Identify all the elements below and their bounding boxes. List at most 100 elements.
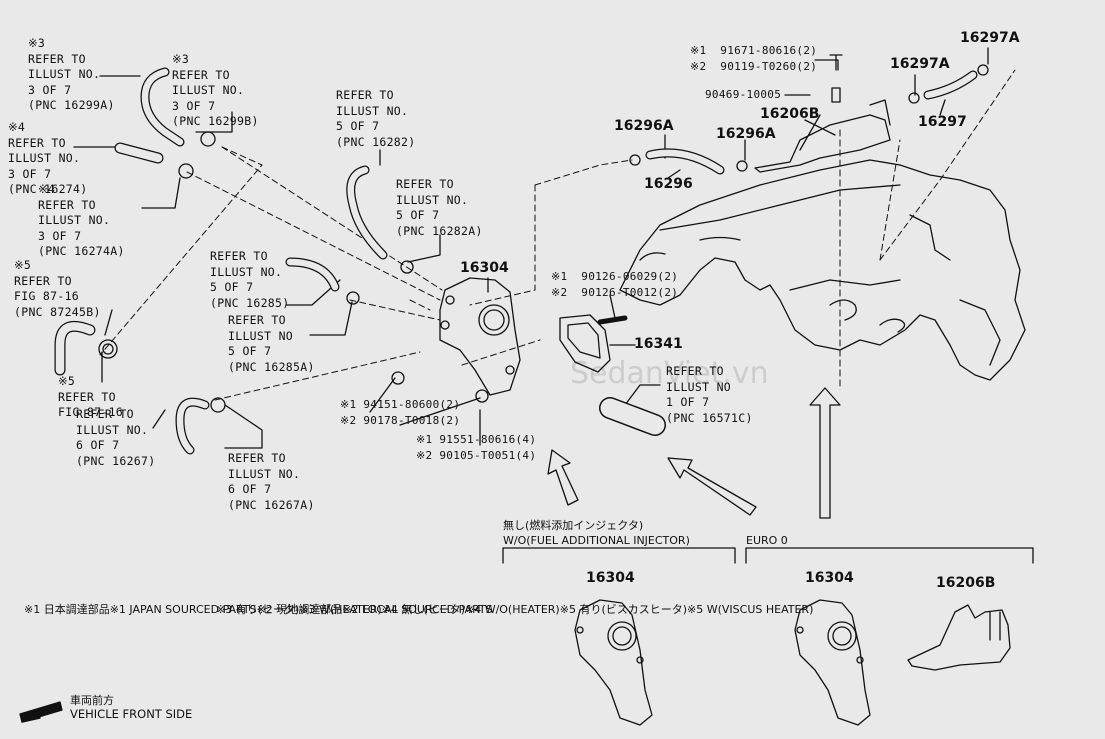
- part-number-16296: 16296: [644, 176, 693, 192]
- text-line: REFER TO: [228, 313, 286, 327]
- text-line: (PNC 16282A): [396, 223, 483, 238]
- text-line: (PNC 87245B): [14, 304, 101, 319]
- part-number-16206b-euro: 16206B: [936, 575, 996, 591]
- text-line: ILLUST NO.: [8, 151, 81, 165]
- text-line: 3 OF 7: [28, 82, 72, 97]
- text-line: ※2 LOCAL SOURCED PARTS: [342, 603, 493, 616]
- text-line: ※5 有り(ビスカスヒータ): [559, 603, 688, 616]
- text-line: ※1 94151-80600(2): [340, 398, 461, 411]
- fastener-ref-91551: ※1 91551-80616(4) ※2 90105-T0051(4): [416, 432, 536, 463]
- part-number-16297a-2: 16297A: [890, 56, 950, 72]
- text-line: ※1 91671-80616(2): [690, 44, 818, 57]
- text-line: 90469-10005: [705, 88, 782, 101]
- text-line: (PNC 16299A): [28, 98, 115, 112]
- bracket-16206b-euro: [907, 604, 1011, 671]
- text-line: ※3 有り(ヒータ): [216, 603, 300, 616]
- text-line: REFER TO: [8, 135, 66, 150]
- text-line: (PNC 16282): [336, 134, 416, 149]
- section-wo-en: W/O(FUEL ADDITIONAL INJECTOR): [503, 534, 690, 547]
- text-line: ※3: [28, 36, 46, 50]
- water-outlet-wo: [574, 599, 653, 726]
- text-line: ※2 90105-T0051(4): [416, 448, 537, 462]
- text-line: 3 OF 7: [172, 98, 216, 113]
- section-wo-jp: 無し(燃料添加インジェクタ): [503, 519, 644, 532]
- text-line: (PNC 16299B): [172, 114, 259, 128]
- text-line: ※2 90178-T0018(2): [340, 413, 461, 427]
- text-line: REFER TO: [228, 451, 286, 465]
- text-line: ※3: [172, 52, 190, 66]
- text-line: ※5: [14, 258, 32, 272]
- text-line: REFER TO: [14, 273, 72, 288]
- text-line: (PNC 16274A): [38, 244, 125, 258]
- part-number-16296a-2: 16296A: [716, 126, 776, 142]
- text-line: ※4: [38, 182, 56, 196]
- text-line: ILLUST NO.: [228, 466, 301, 481]
- part-number-16304-euro: 16304: [805, 570, 854, 586]
- text-line: ※4 無し(ヒータ): [381, 603, 465, 616]
- text-line: 1 OF 7: [666, 395, 710, 409]
- text-line: ※2 90119-T0260(2): [690, 59, 818, 73]
- gasket-16341: [559, 314, 611, 373]
- fastener-ref-91671: ※1 91671-80616(2) ※2 90119-T0260(2): [690, 43, 817, 74]
- fastener-ref-90126: ※1 90126-06029(2) ※2 90126-T0012(2): [551, 269, 678, 300]
- fastener-ref-94151: ※1 94151-80600(2) ※2 90178-T0018(2): [340, 397, 460, 428]
- text-line: REFER TO: [76, 407, 134, 421]
- text-line: (PNC 16571C): [666, 410, 753, 425]
- text-line: 6 OF 7: [76, 438, 120, 452]
- text-line: 3 OF 7: [38, 228, 82, 243]
- text-line: 3 OF 7: [8, 166, 52, 181]
- text-line: ※2 90126-T0012(2): [551, 285, 679, 299]
- text-line: (PNC 16267): [76, 453, 156, 468]
- text-line: REFER TO: [58, 389, 116, 404]
- watermark: SedanViet.vn: [570, 356, 769, 391]
- text-line: 5 OF 7: [336, 119, 380, 133]
- text-line: ILLUST NO: [666, 379, 732, 394]
- text-line: ILLUST NO.: [210, 264, 283, 279]
- part-number-16206b: 16206B: [760, 106, 820, 122]
- text-line: ※5: [58, 374, 76, 388]
- engine-block: [619, 159, 1026, 381]
- text-line: REFER TO: [666, 364, 724, 378]
- text-line: ILLUST NO.: [76, 422, 149, 437]
- text-line: 5 OF 7: [228, 344, 272, 358]
- part-number-16296a: 16296A: [614, 118, 674, 134]
- text-line: ※1 90126-06029(2): [551, 270, 679, 283]
- arrow-up-engine: [809, 387, 841, 519]
- section-euro: EURO 0: [746, 534, 788, 547]
- text-line: 6 OF 7: [228, 482, 272, 496]
- legend-options: ※3 有り(ヒータ)※3 W(HEATER)※4 無し(ヒータ)※4 W/O(H…: [216, 602, 813, 618]
- text-line: REFER TO: [396, 177, 454, 191]
- text-line: 5 OF 7: [210, 280, 254, 294]
- text-line: ILLUST NO.: [28, 67, 101, 81]
- vehicle-front-en: VEHICLE FRONT SIDE: [70, 707, 193, 721]
- legend-sourcing: ※1 日本調達部品※1 JAPAN SOURCED PARTS※2 現地調達部品…: [24, 602, 493, 618]
- text-line: REFER TO: [38, 197, 96, 212]
- part-number-16304-wo: 16304: [586, 570, 635, 586]
- water-outlet-euro: [794, 599, 871, 726]
- text-line: 5 OF 7: [396, 208, 440, 222]
- arrow-to-gasket: [667, 457, 757, 516]
- part-number-16297a: 16297A: [960, 30, 1020, 46]
- text-line: ※3 W(HEATER): [299, 603, 382, 616]
- text-line: REFER TO: [336, 88, 394, 102]
- text-line: REFER TO: [28, 51, 86, 66]
- part-number-16341: 16341: [634, 336, 683, 352]
- part-number-16297: 16297: [918, 114, 967, 130]
- text-line: ※1 91551-80616(4): [416, 433, 537, 446]
- text-line: ILLUST NO: [228, 328, 294, 343]
